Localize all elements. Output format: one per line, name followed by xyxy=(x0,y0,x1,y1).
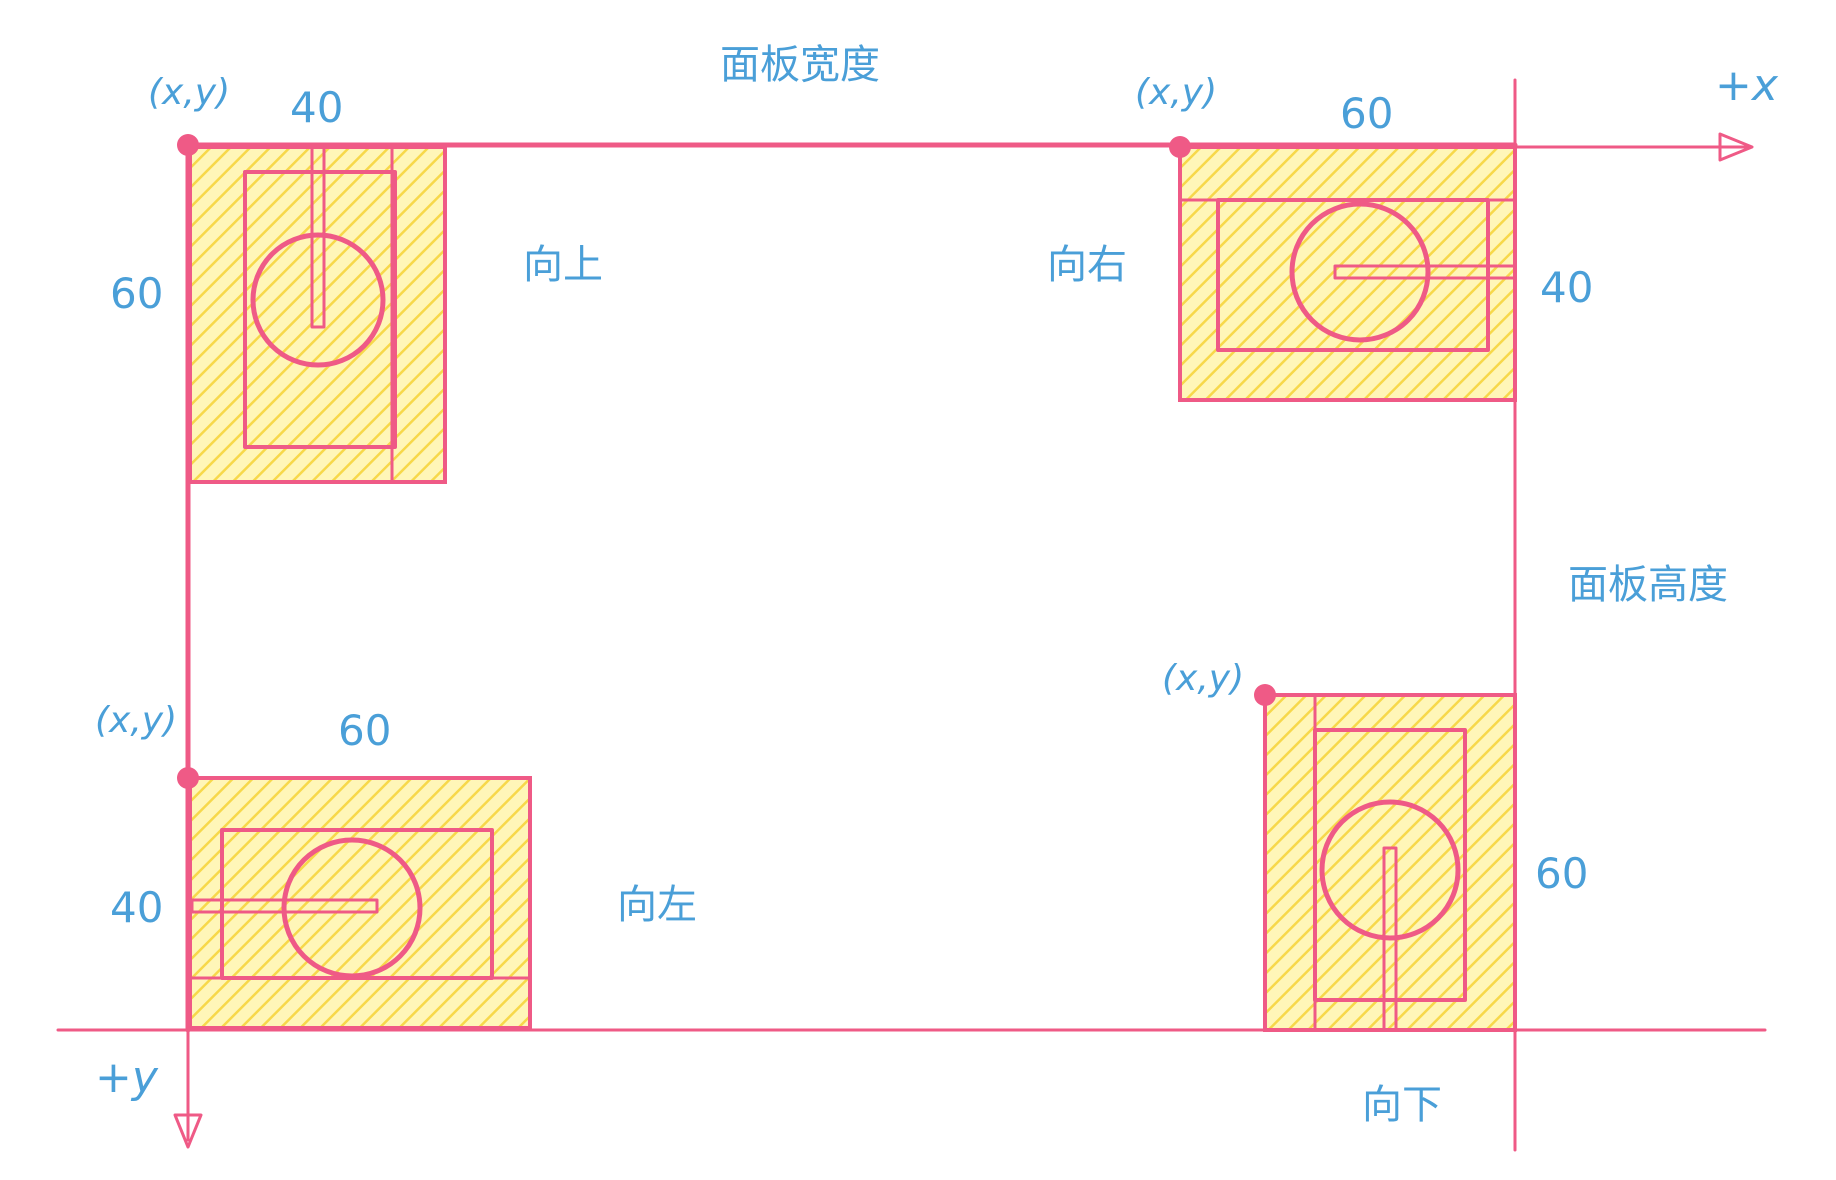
component-down-height-label: 60 xyxy=(1535,849,1588,898)
component-left-origin-label: (x,y) xyxy=(95,700,177,741)
component-up xyxy=(177,134,447,484)
x-axis-label: +x xyxy=(1715,60,1779,111)
component-down-body xyxy=(1263,693,1517,1032)
component-left xyxy=(177,767,532,1030)
component-up-knob xyxy=(250,232,386,368)
component-down-direction-label: 向下 xyxy=(1362,1082,1442,1128)
component-down xyxy=(1254,684,1517,1032)
component-left-pointer xyxy=(190,898,379,914)
component-left-width-label: 60 xyxy=(338,706,391,755)
component-up-width-label: 40 xyxy=(290,83,343,132)
y-axis-label: +y xyxy=(95,1052,159,1103)
component-right xyxy=(1169,136,1517,402)
component-down-origin-dot xyxy=(1254,684,1276,706)
component-right-pointer xyxy=(1333,264,1517,280)
component-up-origin-label: (x,y) xyxy=(148,72,230,113)
component-left-height-label: 40 xyxy=(110,883,163,932)
panel-width-label: 面板宽度 xyxy=(720,42,880,88)
component-up-origin-dot xyxy=(177,134,199,156)
component-down-knob xyxy=(1319,799,1461,941)
component-left-direction-label: 向左 xyxy=(617,882,697,928)
component-up-height-label: 60 xyxy=(110,269,163,318)
component-right-knob xyxy=(1289,201,1431,343)
component-left-origin-dot xyxy=(177,767,199,789)
component-right-direction-label: 向右 xyxy=(1047,242,1127,288)
y-axis-arrowhead xyxy=(173,1113,203,1149)
component-left-body xyxy=(188,776,532,1030)
component-right-width-label: 60 xyxy=(1340,89,1393,138)
component-up-inner-frame xyxy=(243,170,397,449)
component-up-direction-label: 向上 xyxy=(523,242,603,288)
component-right-height-label: 40 xyxy=(1540,263,1593,312)
panel-height-label: 面板高度 xyxy=(1568,562,1728,608)
component-left-knob xyxy=(281,837,423,979)
x-axis-arrowhead xyxy=(1718,132,1754,162)
component-right-origin-dot xyxy=(1169,136,1191,158)
component-down-pointer xyxy=(1382,846,1398,1032)
component-right-origin-label: (x,y) xyxy=(1135,72,1217,113)
component-down-origin-label: (x,y) xyxy=(1162,658,1244,699)
component-up-body xyxy=(188,145,447,484)
component-right-body xyxy=(1178,145,1517,402)
component-up-pointer xyxy=(310,145,326,329)
